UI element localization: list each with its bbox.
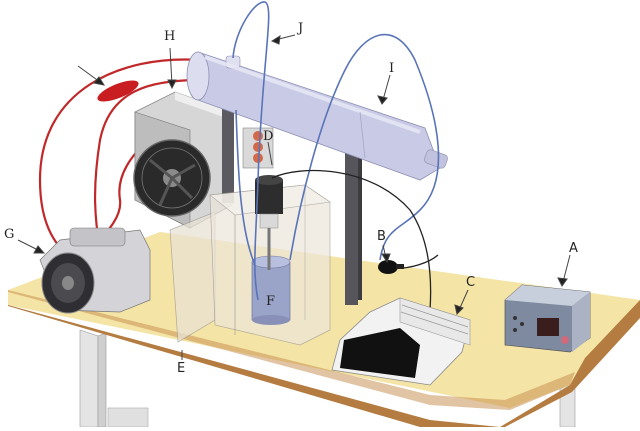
beaker bbox=[251, 255, 291, 325]
support-post-right bbox=[345, 150, 358, 305]
label-b: B bbox=[377, 229, 386, 244]
label-e: E bbox=[177, 361, 186, 376]
label-d: D bbox=[263, 129, 274, 144]
label-j: J bbox=[298, 21, 304, 36]
coolant-hose bbox=[232, 1, 440, 301]
flow-sensor bbox=[378, 260, 404, 274]
label-a: A bbox=[569, 241, 578, 256]
data-logger bbox=[331, 297, 471, 386]
support-post-left bbox=[222, 108, 234, 203]
stirrer-motor bbox=[255, 175, 283, 270]
label-arrows bbox=[17, 34, 571, 360]
control-box bbox=[504, 284, 591, 353]
electric-motor bbox=[39, 227, 151, 314]
label-g: G bbox=[4, 227, 15, 242]
label-h: H bbox=[164, 29, 176, 44]
heater-element bbox=[97, 80, 139, 102]
tube-heat-exchanger bbox=[186, 51, 448, 181]
fan-unit bbox=[133, 91, 233, 229]
label-i: I bbox=[389, 61, 395, 76]
label-f: F bbox=[266, 294, 276, 309]
label-c: C bbox=[466, 275, 476, 290]
